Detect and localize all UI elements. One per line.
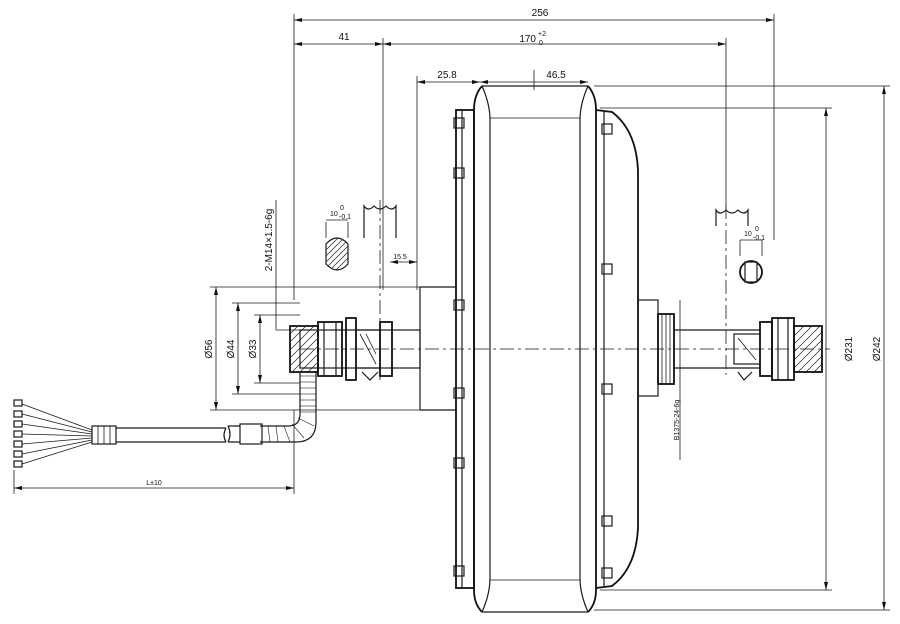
axle-flat-detail-right: 10 0 -0.1: [739, 226, 765, 284]
slot-right-tol-lower: -0.1: [753, 235, 765, 242]
dimension-dia-56: Ø56: [204, 286, 420, 411]
dim-46-5-label: 46.5: [546, 70, 566, 81]
dimension-left-offset: 41: [294, 32, 383, 46]
cable-length-label: L±10: [146, 480, 162, 487]
motor-cable: [13, 372, 317, 468]
dim-dia-44-label: Ø44: [226, 339, 237, 358]
thread-callout-right: B1375-24-6g: [674, 300, 681, 460]
dim-15-5-label: 15.5: [393, 254, 407, 261]
slot-left-value: 10: [330, 211, 338, 218]
dimension-rim-width: 46.5: [480, 70, 588, 90]
dim-25-8-label: 25.8: [437, 70, 457, 81]
thread-right-label: B1375-24-6g: [674, 400, 681, 441]
dim-dia-242-label: Ø242: [872, 336, 883, 361]
dimension-dia-33: Ø33: [248, 314, 300, 384]
dimension-hub-offset: 25.8: [416, 70, 480, 290]
axle-flat-detail-left: 10 0 -0.1: [325, 205, 351, 271]
dim-170-label: 170: [519, 34, 536, 45]
slot-left-tol-upper: 0: [340, 205, 344, 212]
slot-right-value: 10: [744, 231, 752, 238]
dim-256-label: 256: [532, 8, 549, 19]
thread-callout-left: 2-M14×1.5-6g: [264, 200, 300, 331]
slot-left-tol-lower: -0.1: [339, 214, 351, 221]
dimension-dia-44: Ø44: [226, 302, 300, 395]
axle-left-assembly: [289, 317, 421, 381]
dim-dia-231-label: Ø231: [844, 336, 855, 361]
dim-dia-33-label: Ø33: [248, 339, 259, 358]
dim-dia-56-label: Ø56: [204, 339, 215, 358]
dimension-overall-width: 256: [293, 8, 775, 300]
dropout-slot-right: [715, 205, 749, 375]
dimension-dropout: 170 +2 0: [382, 31, 727, 290]
dim-170-tol-lower: 0: [539, 40, 543, 47]
axle-right-assembly: [733, 317, 823, 381]
dimension-dia-242: Ø242: [594, 85, 890, 611]
dim-41-label: 41: [338, 32, 350, 43]
dim-170-tol-upper: +2: [538, 31, 546, 38]
thread-left-label: 2-M14×1.5-6g: [264, 209, 275, 272]
slot-right-tol-upper: 0: [755, 226, 759, 233]
dimension-cable-length: L±10: [13, 410, 295, 494]
dimension-axle-step: 15.5: [390, 254, 417, 264]
